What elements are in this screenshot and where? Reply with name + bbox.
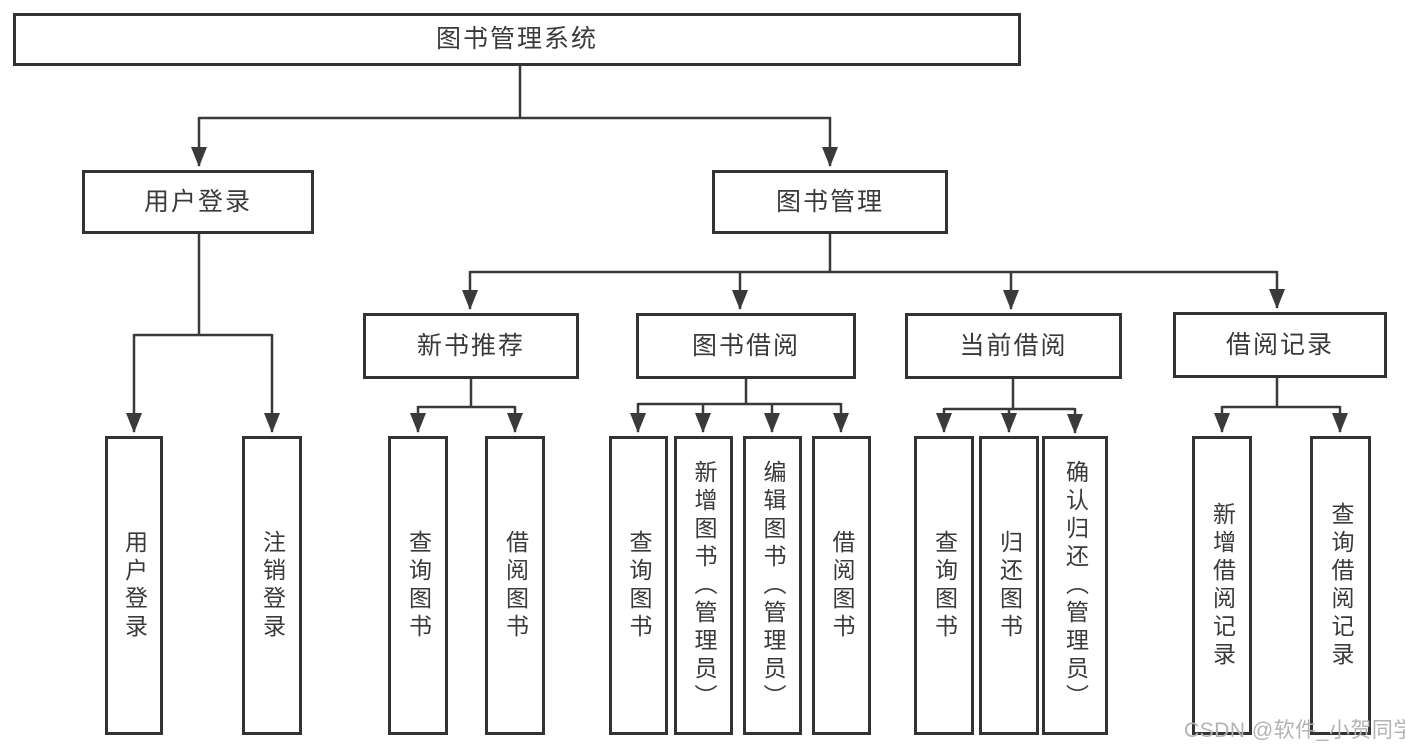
node-label: 新增借阅记录 bbox=[1209, 501, 1236, 670]
node-label: 查询图书 bbox=[626, 529, 652, 642]
node-current-borrow: 当前借阅 bbox=[905, 313, 1122, 379]
connector-book-borrow-to-leaves bbox=[630, 379, 849, 433]
leaf-borrow-query-books: 查询图书 bbox=[609, 436, 668, 735]
leaf-newbook-borrow-books: 借阅图书 bbox=[485, 436, 545, 735]
leaf-records-add-borrow-record: 新增借阅记录 bbox=[1192, 436, 1252, 735]
csdn-watermark: CSDN @软件_小贺同学 bbox=[1184, 719, 1405, 742]
node-new-book-recommend: 新书推荐 bbox=[363, 313, 579, 379]
node-label: 查询图书 bbox=[931, 529, 958, 642]
node-book-borrow: 图书借阅 bbox=[636, 313, 856, 379]
leaf-logout: 注销登录 bbox=[242, 436, 302, 735]
leaf-borrow-add-books-admin: 新增图书（管理员） bbox=[674, 436, 733, 735]
node-label: 图书管理系统 bbox=[435, 25, 598, 53]
node-label: 借阅图书 bbox=[829, 529, 855, 642]
node-label: 图书管理 bbox=[775, 187, 884, 216]
node-label: 用户登录 bbox=[143, 187, 252, 216]
node-label: 借阅记录 bbox=[1225, 330, 1334, 359]
node-book-management: 图书管理 bbox=[712, 170, 948, 234]
connector-new-book-recommend-to-leaves bbox=[410, 379, 523, 433]
node-label: 确认归还（管理员） bbox=[1062, 459, 1089, 712]
node-label: 注销登录 bbox=[259, 529, 286, 642]
node-label: 查询借阅记录 bbox=[1328, 501, 1354, 670]
node-label: 用户登录 bbox=[121, 529, 148, 642]
node-label: 新增图书（管理员） bbox=[691, 459, 717, 712]
leaf-borrow-borrow-books: 借阅图书 bbox=[812, 436, 871, 735]
leaf-current-query-books: 查询图书 bbox=[914, 436, 974, 735]
connector-root-to-level2 bbox=[191, 66, 838, 167]
leaf-current-return-books: 归还图书 bbox=[979, 436, 1039, 735]
connector-user-login-to-leaves bbox=[126, 234, 280, 433]
node-label: 归还图书 bbox=[996, 529, 1023, 642]
node-label: 编辑图书（管理员） bbox=[760, 459, 786, 712]
leaf-newbook-query-books: 查询图书 bbox=[388, 436, 448, 735]
connector-current-borrow-to-leaves bbox=[936, 379, 1083, 434]
node-borrow-records: 借阅记录 bbox=[1173, 312, 1387, 378]
node-label: 图书借阅 bbox=[691, 331, 800, 360]
node-label: 借阅图书 bbox=[502, 529, 529, 642]
connector-book-management-to-level3 bbox=[462, 234, 1285, 310]
leaf-borrow-edit-books-admin: 编辑图书（管理员） bbox=[743, 436, 802, 735]
node-library-management-system: 图书管理系统 bbox=[13, 13, 1021, 66]
leaf-records-query-borrow-record: 查询借阅记录 bbox=[1310, 436, 1371, 735]
node-user-login: 用户登录 bbox=[82, 170, 314, 234]
node-label: 当前借阅 bbox=[959, 331, 1068, 360]
leaf-current-confirm-return-admin: 确认归还（管理员） bbox=[1042, 436, 1108, 735]
connector-borrow-records-to-leaves bbox=[1214, 378, 1348, 433]
leaf-user-login: 用户登录 bbox=[105, 436, 163, 735]
node-label: 查询图书 bbox=[405, 529, 432, 642]
node-label: 新书推荐 bbox=[416, 331, 525, 360]
